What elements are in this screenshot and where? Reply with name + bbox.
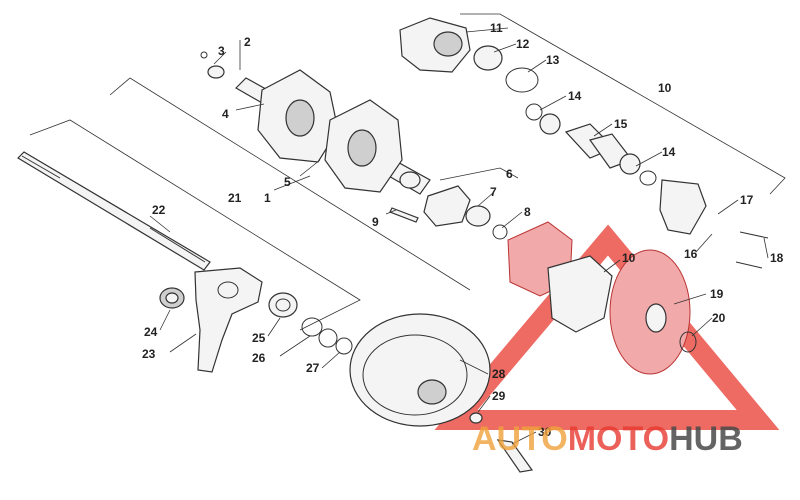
callout-14-upper: 14 <box>568 89 582 103</box>
watermark-text-auto: AUTO <box>472 420 568 458</box>
svg-text:AUTOMOTOHUB: AUTOMOTOHUB <box>472 420 743 458</box>
callout-10-top: 10 <box>658 81 672 95</box>
callout-12: 12 <box>516 37 530 51</box>
callout-24: 24 <box>144 325 158 339</box>
watermark-text-hub: HUB <box>669 420 743 458</box>
drive-sprocket-shaft <box>235 69 431 195</box>
callout-19: 19 <box>710 287 724 301</box>
callout-labels: 1 2 3 4 5 6 7 8 9 10 10 11 12 13 14 14 1… <box>142 21 784 439</box>
bracket-23 <box>194 267 263 373</box>
group-lines <box>29 13 786 331</box>
callout-10-caliper: 10 <box>622 251 636 265</box>
callout-23: 23 <box>142 347 156 361</box>
watermark-logo: AUTOMOTOHUB <box>472 420 743 458</box>
callout-30: 30 <box>538 425 552 439</box>
bearing-24 <box>159 287 185 309</box>
bearing-seal-set <box>268 292 353 355</box>
callout-15: 15 <box>614 117 628 131</box>
callout-22: 22 <box>152 203 166 217</box>
callout-18: 18 <box>770 251 784 265</box>
callout-28: 28 <box>492 367 506 381</box>
callout-21: 21 <box>228 191 242 205</box>
callout-26: 26 <box>252 351 266 365</box>
callout-5: 5 <box>284 175 291 189</box>
watermark-text-moto: MOTO <box>568 420 669 458</box>
callout-25: 25 <box>252 331 266 345</box>
bearing-plate-6 <box>389 185 508 240</box>
callout-17: 17 <box>740 193 754 207</box>
callout-4: 4 <box>222 107 229 121</box>
callout-13: 13 <box>546 53 560 67</box>
callout-11: 11 <box>490 21 503 35</box>
callout-3: 3 <box>218 44 225 58</box>
callout-9: 9 <box>372 215 379 229</box>
brake-caliper <box>507 221 613 333</box>
callout-29: 29 <box>492 389 506 403</box>
callout-20: 20 <box>712 311 726 325</box>
axle-shaft <box>17 151 211 271</box>
callout-16: 16 <box>684 247 698 261</box>
callout-27: 27 <box>306 361 320 375</box>
housing-assembly-10 <box>399 17 769 269</box>
pulley-28 <box>349 313 534 473</box>
callout-8: 8 <box>524 205 531 219</box>
callout-6: 6 <box>506 167 513 181</box>
brake-disc-19 <box>609 249 697 375</box>
callout-7: 7 <box>490 185 497 199</box>
callout-14-lower: 14 <box>662 145 676 159</box>
cap-3 <box>200 51 225 79</box>
leader-lines <box>149 27 769 445</box>
callout-2: 2 <box>244 35 251 49</box>
callout-1: 1 <box>264 191 271 205</box>
